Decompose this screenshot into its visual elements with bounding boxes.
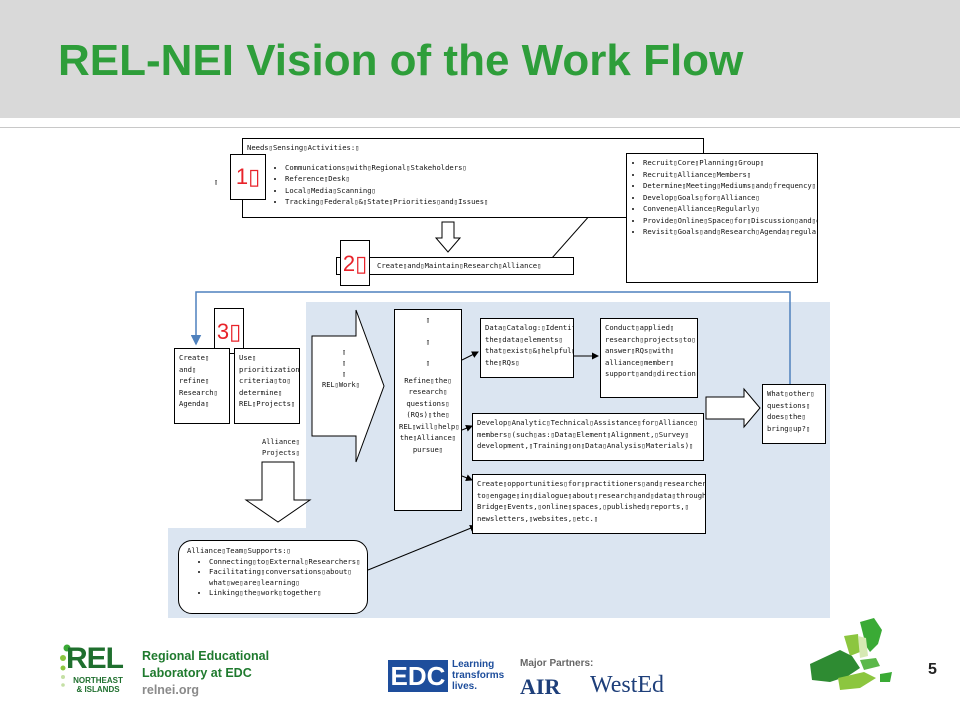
slide-header	[0, 0, 960, 118]
create-alliance-box: Create▯and▯Maintain▯Research▯Alliance▯	[336, 257, 574, 275]
refine-glyph: ▯	[425, 315, 431, 324]
rel-work-glyph: ▯	[342, 370, 347, 378]
team-supports-box: Alliance▯Team▯Supports:▯ Connecting▯to▯E…	[178, 540, 368, 614]
technical-assistance-label: Develop▯Analytic▯Technical▯Assistance▯fo…	[477, 418, 698, 450]
create-agenda-box: Create▯ and▯ refine▯ Research▯ Agenda▯	[174, 348, 230, 424]
what-other-label: What▯other▯ questions▯ does▯the▯ bring▯u…	[767, 389, 815, 433]
footer-org-line1: Regional Educational	[142, 649, 270, 663]
needs-sensing-item: Communications▯with▯Regional▯Stakeholder…	[285, 162, 699, 174]
needs-sensing-item: Reference▯Desk▯	[285, 173, 699, 185]
team-supports-item: Connecting▯to▯External▯Researchers▯	[209, 557, 360, 568]
recruit-item: Provide▯Online▯Space▯for▯Discussion▯and▯…	[643, 215, 817, 227]
supports-to-opps-arrow	[367, 525, 477, 571]
use-criteria-box: Use▯ prioritization▯ criteria▯to▯ determ…	[234, 348, 300, 424]
header-divider	[0, 127, 960, 128]
refine-glyph: ▯	[425, 336, 431, 346]
recruit-item: Recruit▯Alliance▯Members▯	[643, 169, 813, 181]
team-supports-item: Linking▯the▯work▯together▯	[209, 588, 359, 599]
refine-questions-label: Refine▯the▯ research▯ questions▯ (RQs)▯t…	[399, 375, 460, 454]
refine-to-ta-arrow	[461, 424, 473, 432]
needs-to-alliance-arrow	[434, 221, 462, 253]
page-number: 5	[928, 661, 937, 678]
feedback-connector	[190, 291, 791, 385]
data-catalog-label: Data▯Catalog:▯Identify▯ the▯data▯element…	[485, 323, 573, 367]
recruit-item: Determine▯Meeting▯Mediums▯and▯frequency▯	[643, 180, 816, 192]
step-number-2: 2▯	[340, 240, 370, 286]
refine-to-data-arrow	[461, 351, 479, 361]
rel-work-arrow	[311, 309, 385, 463]
rel-logo-subtitle: NORTHEAST & ISLANDS	[73, 676, 123, 694]
to-what-other-arrow	[705, 387, 761, 429]
refine-glyph: ▯	[425, 358, 431, 367]
rel-logo-dots	[60, 644, 71, 687]
recruit-item: Develop▯Goals▯for▯Alliance▯	[643, 192, 813, 204]
air-logo: AIR	[520, 674, 561, 699]
northeast-map-icon	[810, 618, 892, 690]
opportunities-box: Create▯opportunities▯for▯practitioners▯a…	[472, 474, 706, 534]
edc-tagline: Learning transforms lives.	[452, 659, 505, 692]
data-catalog-box: Data▯Catalog:▯Identify▯ the▯data▯element…	[480, 318, 574, 378]
use-criteria-label: Use▯ prioritization▯ criteria▯to▯ determ…	[239, 353, 300, 408]
recruit-item: Revisit▯Goals▯and▯Research▯Agenda▯regula…	[643, 226, 817, 238]
wested-logo: WestEd	[590, 672, 665, 698]
needs-sensing-item: Tracking▯Federal▯&▯State▯Priorities▯and▯…	[285, 196, 699, 208]
rel-logo: REL	[66, 642, 124, 675]
stray-glyph: ▯	[214, 178, 219, 186]
alliance-projects-label: Alliance▯ Projects▯	[262, 438, 300, 457]
partners-label: Major Partners:	[520, 658, 594, 669]
applied-research-box: Conduct▯applied▯ research▯projects▯to▯ a…	[600, 318, 698, 398]
what-other-box: What▯other▯ questions▯ does▯the▯ bring▯u…	[762, 384, 826, 444]
opportunities-label: Create▯opportunities▯for▯practitioners▯a…	[477, 479, 706, 523]
edc-logo: EDC	[388, 660, 448, 692]
refine-questions-box: ▯ ▯ ▯ Refine▯the▯ research▯ questions▯ (…	[394, 309, 462, 511]
step-number-1: 1▯	[230, 154, 266, 200]
recruit-item: Recruit▯Core▯Planning▯Group▯	[643, 157, 813, 169]
footer-org: Regional Educational Laboratory at EDC r…	[142, 648, 269, 699]
technical-assistance-box: Develop▯Analytic▯Technical▯Assistance▯fo…	[472, 413, 704, 461]
footer-org-line2: Laboratory at EDC	[142, 666, 252, 680]
step-number-3: 3▯	[214, 308, 244, 354]
recruit-item: Convene▯Alliance▯Regularly▯	[643, 203, 813, 215]
recruit-list-box: Recruit▯Core▯Planning▯Group▯ Recruit▯All…	[626, 153, 818, 283]
applied-research-label: Conduct▯applied▯ research▯projects▯to▯ a…	[605, 323, 698, 378]
needs-sensing-heading: Needs▯Sensing▯Activities:▯	[247, 143, 360, 152]
create-agenda-label: Create▯ and▯ refine▯ Research▯ Agenda▯	[179, 353, 218, 408]
rel-work-glyph: ▯	[342, 359, 347, 367]
slide-title: REL-NEI Vision of the Work Flow	[58, 36, 744, 85]
needs-sensing-item: Local▯Media▯Scanning▯	[285, 185, 699, 197]
footer-url[interactable]: relnei.org	[142, 683, 199, 697]
refine-to-opps-arrow	[461, 474, 473, 482]
rel-work-glyph: ▯	[342, 348, 347, 356]
projects-down-arrow	[244, 461, 312, 523]
rel-work-label: REL▯Work▯	[322, 381, 360, 389]
team-supports-heading: Alliance▯Team▯Supports:▯	[187, 546, 291, 555]
team-supports-item: Facilitating▯conversations▯about▯ what▯w…	[209, 567, 359, 588]
create-alliance-label: Create▯and▯Maintain▯Research▯Alliance▯	[377, 261, 542, 270]
